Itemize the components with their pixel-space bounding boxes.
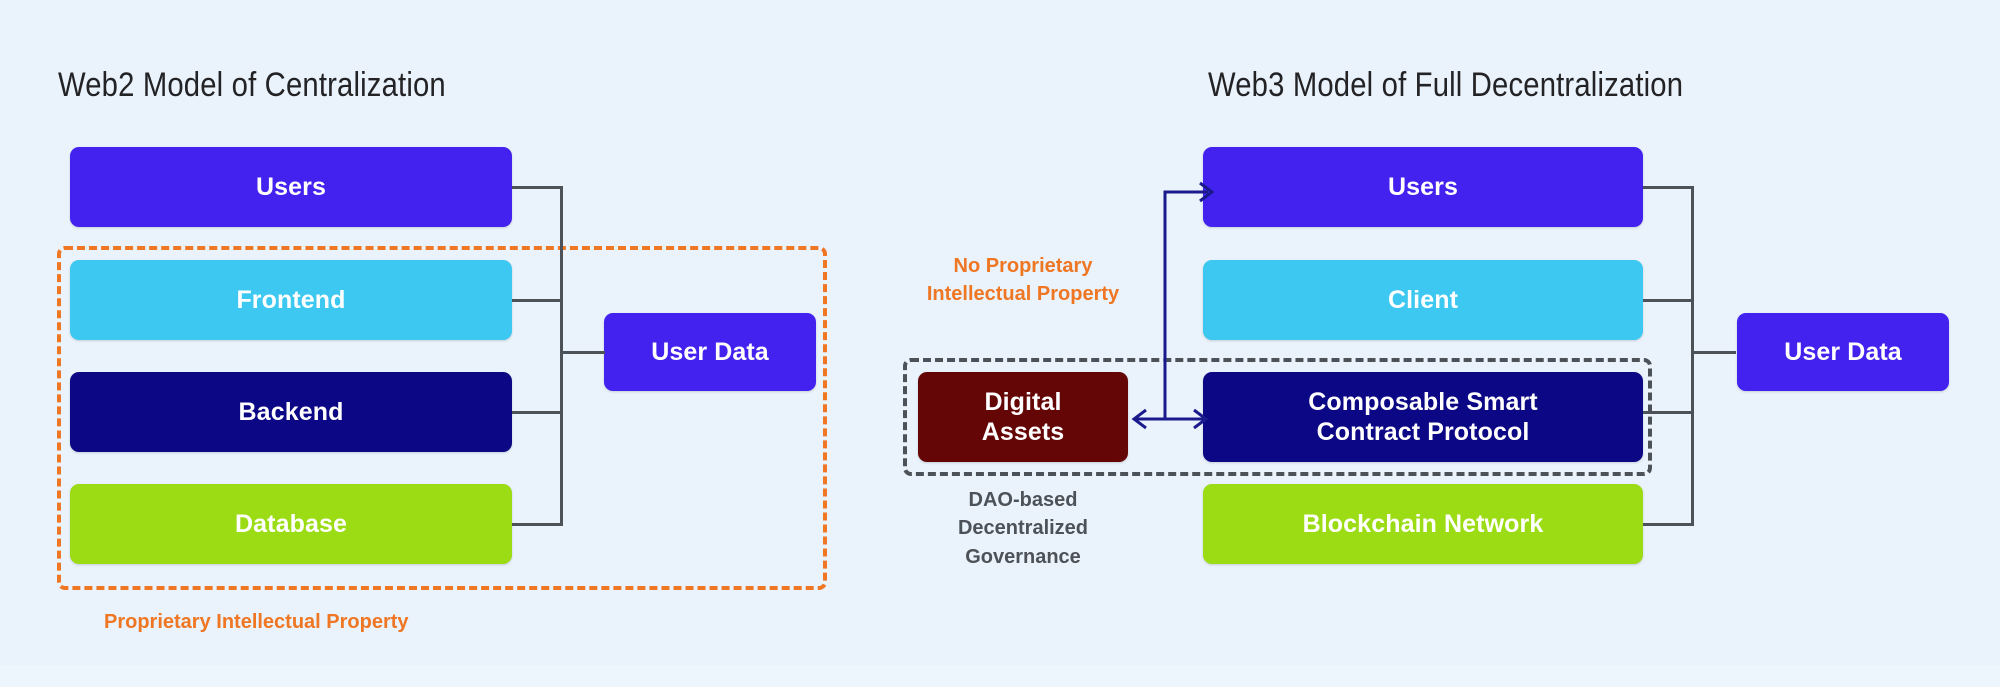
box-database[interactable]: Database <box>70 484 512 564</box>
box-user-data-web2[interactable]: User Data <box>604 313 816 391</box>
box-digital-assets[interactable]: Digital Assets <box>918 372 1128 462</box>
proprietary-ip-label: Proprietary Intellectual Property <box>104 611 409 633</box>
box-users-web2[interactable]: Users <box>70 147 512 227</box>
box-backend[interactable]: Backend <box>70 372 512 452</box>
arrow-assets-protocol-bidirectional <box>1131 408 1209 430</box>
box-users-web3[interactable]: Users <box>1203 147 1643 227</box>
box-blockchain-network[interactable]: Blockchain Network <box>1203 484 1643 564</box>
arrow-assets-to-users <box>1163 181 1215 418</box>
box-frontend[interactable]: Frontend <box>70 260 512 340</box>
box-client[interactable]: Client <box>1203 260 1643 340</box>
box-user-data-web3[interactable]: User Data <box>1737 313 1949 391</box>
page-title-web2: Web2 Model of Centralization <box>58 66 446 104</box>
footer-band <box>0 665 2000 687</box>
dao-governance-label: DAO-based Decentralized Governance <box>957 489 1089 568</box>
page-title-web3: Web3 Model of Full Decentralization <box>1208 66 1684 104</box>
no-proprietary-ip-label: No Proprietary Intellectual Property <box>926 255 1120 306</box>
box-composable-smart-contract-protocol[interactable]: Composable Smart Contract Protocol <box>1203 372 1643 462</box>
